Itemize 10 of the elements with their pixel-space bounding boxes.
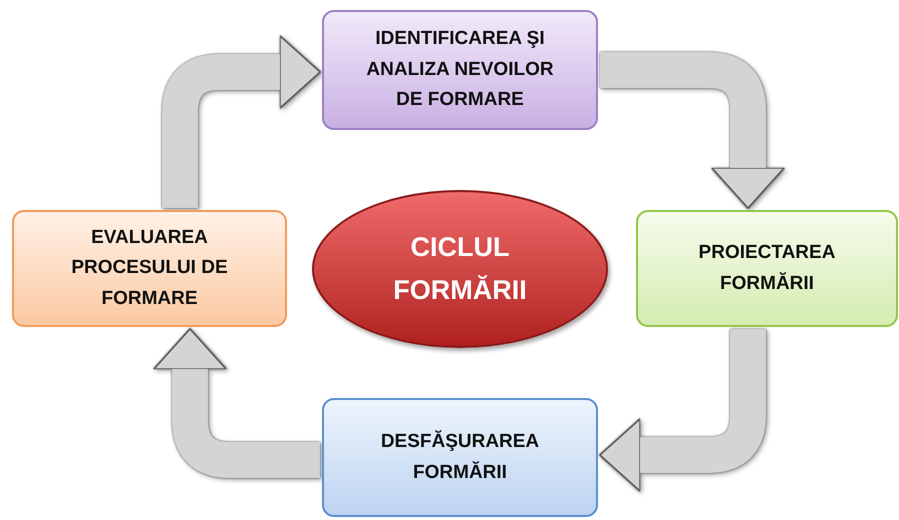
process-box <box>322 10 598 130</box>
process-box <box>322 398 598 517</box>
process-box <box>12 210 287 327</box>
block-arrow <box>600 52 785 209</box>
node-label: DESFĂŞURAREA FORMĂRII <box>380 429 540 484</box>
node-label: CICLUL FORMĂRII <box>393 230 527 307</box>
process-box <box>636 210 898 327</box>
node-label: PROIECTAREA FORMĂRII <box>698 241 836 296</box>
node-label: IDENTIFICAREA ŞI ANALIZA NEVOILOR DE FORMARE <box>365 27 555 112</box>
node-label: EVALUAREA PROCESULUI DE FORMARE <box>70 226 229 311</box>
